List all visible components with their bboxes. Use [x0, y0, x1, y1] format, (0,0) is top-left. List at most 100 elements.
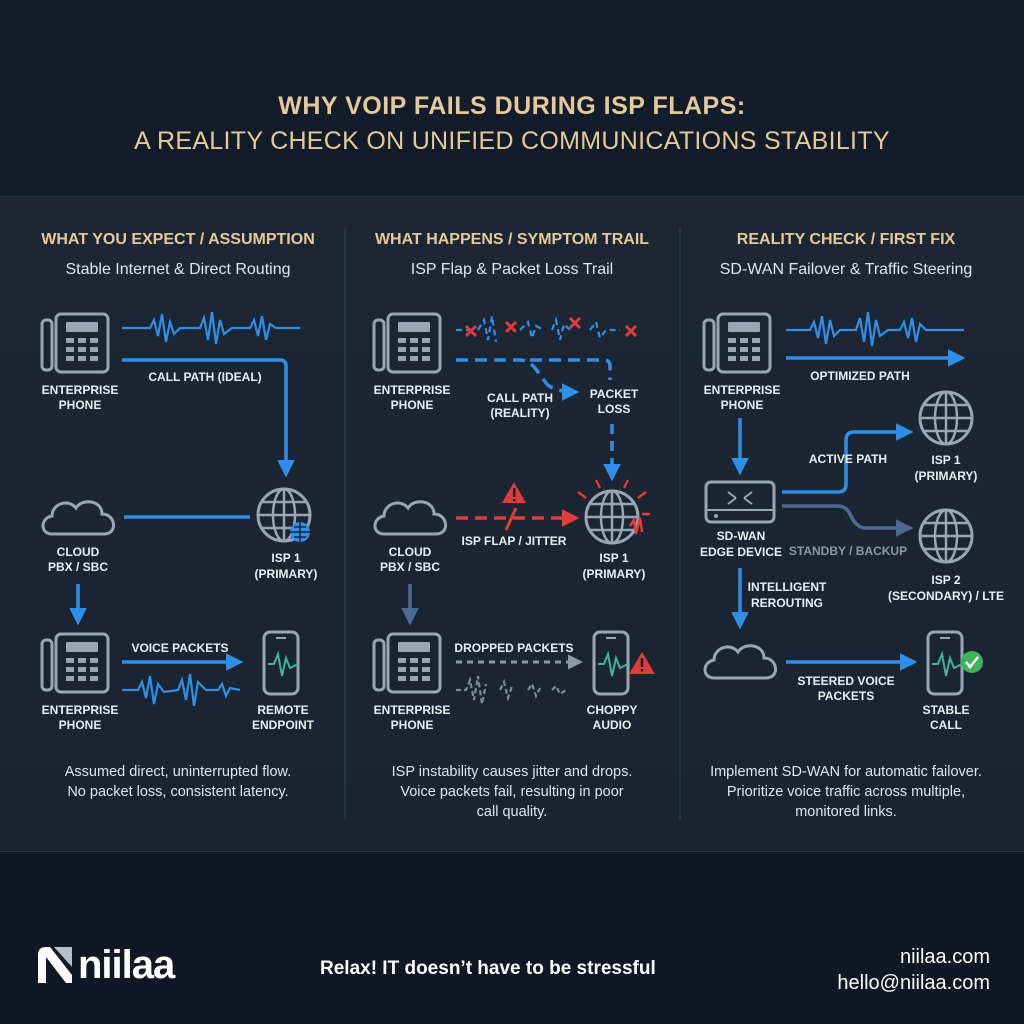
steered-label-1: STEERED VOICE: [797, 674, 894, 688]
column-1-desc-1: Assumed direct, uninterrupted flow.: [65, 764, 291, 780]
active-path-arrow: [782, 423, 914, 494]
isp-label-2: (PRIMARY): [583, 567, 646, 581]
column-2-heading: WHAT HAPPENS / SYMPTOM TRAIL: [375, 231, 649, 248]
column-fix: REALITY CHECK / FIRST FIX SD-WAN Failove…: [700, 231, 1004, 820]
phone-label-1: ENTERPRISE: [704, 383, 781, 397]
standby-path-arrow: [782, 504, 914, 537]
voice-packets-label: VOICE PACKETS: [131, 641, 228, 655]
broken-waveform-icon: [456, 315, 620, 343]
globe-secondary-icon: [918, 508, 974, 564]
title-block: WHY VOIP FAILS DURING ISP FLAPS: A REALI…: [0, 92, 1024, 156]
globe-primary-icon: [918, 390, 974, 446]
waveform-bottom-icon: [122, 673, 241, 707]
isp2-label-2: (SECONDARY) / LTE: [888, 589, 1004, 603]
stable-label-1: STABLE: [922, 703, 969, 717]
mobile-warning-icon: [629, 652, 655, 674]
alert-rays-icon: [577, 479, 650, 516]
column-symptom: WHAT HAPPENS / SYMPTOM TRAIL ISP Flap & …: [372, 231, 655, 820]
enterprise-phone-icon: [40, 312, 110, 374]
endpoint-label-2: ENDPOINT: [252, 718, 315, 732]
path-reality-label-2: (REALITY): [490, 406, 549, 420]
break-mark: [504, 507, 518, 531]
cloud-label-2: PBX / SBC: [380, 560, 440, 574]
standby-label: STANDBY / BACKUP: [789, 544, 907, 558]
mobile-wave-icon: [598, 650, 629, 677]
active-path-label: ACTIVE PATH: [809, 452, 887, 466]
isp2-label-1: ISP 2: [931, 573, 960, 587]
optimized-path-label: OPTIMIZED PATH: [810, 369, 910, 383]
brand-logo: niilaa: [36, 940, 175, 990]
isp-label-2: (PRIMARY): [255, 567, 318, 581]
jitter-icon: [628, 516, 644, 535]
column-expect: WHAT YOU EXPECT / ASSUMPTION Stable Inte…: [40, 231, 318, 800]
column-1-desc-2: No packet loss, consistent latency.: [67, 784, 288, 800]
dropped-packets-label: DROPPED PACKETS: [454, 641, 573, 655]
column-2-desc-3: call quality.: [477, 804, 548, 820]
cloud-icon: [373, 500, 448, 536]
phone-bottom-label-1: ENTERPRISE: [374, 703, 451, 717]
degraded-waveform-icon: [456, 675, 567, 705]
edge-label-1: SD-WAN: [717, 529, 766, 543]
column-3-subheading: SD-WAN Failover & Traffic Steering: [720, 261, 973, 278]
cloud-label-1: CLOUD: [389, 545, 432, 559]
choppy-label-1: CHOPPY: [587, 703, 638, 717]
waveform-icon: [786, 311, 964, 347]
isp-label-1: ISP 1: [599, 551, 628, 565]
email-link[interactable]: hello@niilaa.com: [837, 972, 990, 994]
website-link[interactable]: niilaa.com: [899, 946, 990, 968]
isp-flap-label: ISP FLAP / JITTER: [462, 534, 567, 548]
enterprise-phone-bottom-icon: [40, 632, 110, 694]
phone-bottom-label-2: PHONE: [391, 718, 434, 732]
phone-bottom-label-2: PHONE: [59, 718, 102, 732]
column-3-desc-2: Prioritize voice traffic across multiple…: [727, 784, 965, 800]
stable-label-2: CALL: [930, 718, 962, 732]
isp1-label-1: ISP 1: [931, 453, 960, 467]
column-2-desc-2: Voice packets fail, resulting in poor: [400, 784, 623, 800]
phone-label-1: ENTERPRISE: [374, 383, 451, 397]
cloud-label-1: CLOUD: [57, 545, 100, 559]
packet-loss-label-2: LOSS: [598, 402, 631, 416]
warning-icon: [502, 482, 526, 503]
column-2-desc-1: ISP instability causes jitter and drops.: [392, 764, 633, 780]
isp1-label-2: (PRIMARY): [915, 469, 978, 483]
phone-bottom-label-1: ENTERPRISE: [42, 703, 119, 717]
cloud-icon: [703, 644, 778, 680]
steered-label-2: PACKETS: [818, 689, 874, 703]
tagline: Relax! IT doesn’t have to be stressful: [320, 958, 656, 979]
cloud-icon: [41, 500, 116, 536]
call-path-label: CALL PATH (IDEAL): [148, 370, 261, 384]
cloud-label-2: PBX / SBC: [48, 560, 108, 574]
mobile-wave-icon: [268, 650, 299, 677]
endpoint-label-1: REMOTE: [257, 703, 308, 717]
brand-name: niilaa: [78, 942, 175, 987]
phone-label-2: PHONE: [391, 398, 434, 412]
column-3-desc-1: Implement SD-WAN for automatic failover.: [710, 764, 982, 780]
column-3-desc-3: monitored links.: [795, 804, 897, 820]
loss-x-icons: [464, 316, 638, 338]
call-path-arrow: [122, 358, 295, 478]
waveform-icon: [122, 311, 300, 345]
check-icon: [961, 651, 983, 673]
enterprise-phone-bottom-icon: [372, 632, 442, 694]
phone-label-2: PHONE: [721, 398, 764, 412]
choppy-label-2: AUDIO: [593, 718, 632, 732]
logo-mark-icon: [38, 947, 72, 983]
column-1-subheading: Stable Internet & Direct Routing: [65, 261, 290, 278]
reroute-label-2: REROUTING: [751, 596, 823, 610]
phone-label-1: ENTERPRISE: [42, 383, 119, 397]
enterprise-phone-icon: [372, 312, 442, 374]
sd-wan-router-icon: [704, 480, 776, 524]
diagram-panel: [0, 196, 1024, 852]
packet-loss-label-1: PACKET: [590, 387, 639, 401]
page-title-line-2: A REALITY CHECK ON UNIFIED COMMUNICATION…: [134, 127, 890, 155]
enterprise-phone-icon: [702, 312, 772, 374]
edge-label-2: EDGE DEVICE: [700, 545, 782, 559]
footer: niilaa Relax! IT doesn’t have to be stre…: [0, 930, 1024, 1010]
phone-label-2: PHONE: [59, 398, 102, 412]
column-2-subheading: ISP Flap & Packet Loss Trail: [411, 261, 613, 278]
reality-path-arrow: [456, 358, 546, 382]
globe-icon: [584, 489, 640, 545]
reroute-label-1: INTELLIGENT: [748, 580, 827, 594]
